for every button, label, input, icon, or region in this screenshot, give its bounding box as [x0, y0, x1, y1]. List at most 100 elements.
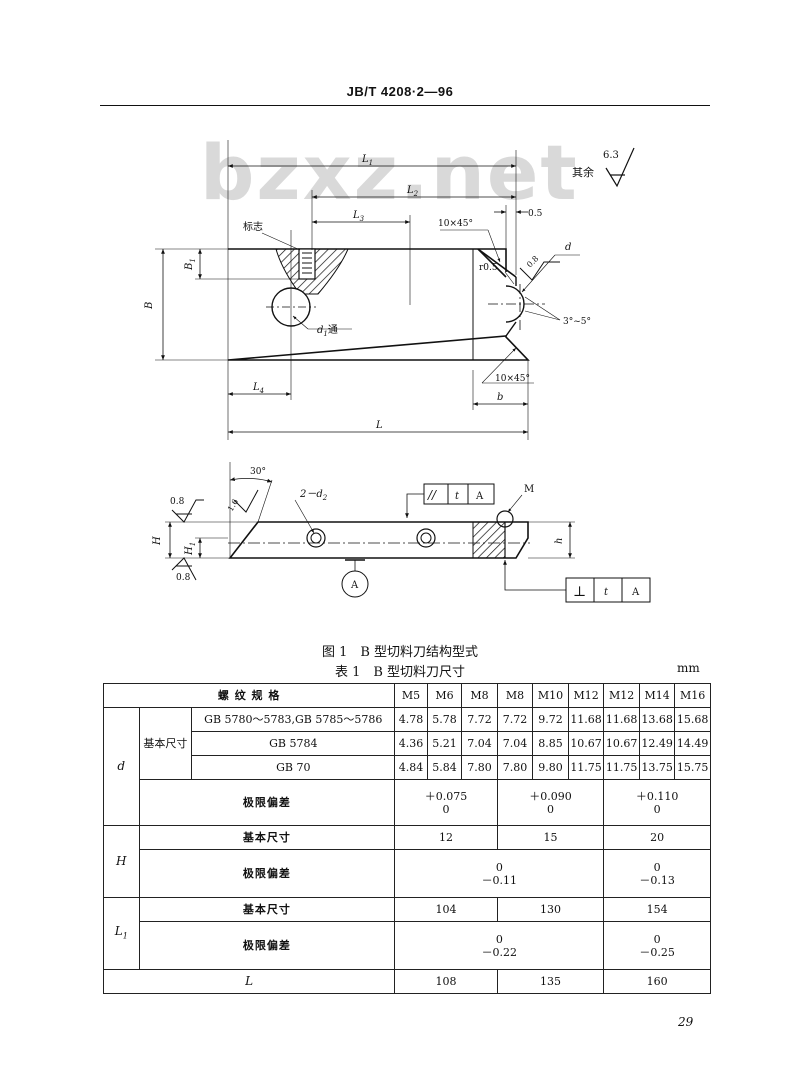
value-cell: 7.04: [461, 731, 498, 756]
label-L: L: [375, 420, 383, 431]
header-rule: [100, 105, 710, 106]
tol2-t: t: [604, 587, 609, 598]
front-view-outline: [228, 521, 529, 559]
value-cell: 7.80: [496, 755, 534, 780]
size-cell: M16: [674, 683, 711, 708]
value-cell: 11.68: [603, 707, 640, 732]
H-label: H: [103, 825, 140, 898]
label-B: B: [144, 302, 155, 310]
value-cell: 7.72: [496, 707, 534, 732]
table-row: 极限偏差 0－0.11 0－0.13: [104, 849, 711, 898]
label-2d2: 2－d2: [299, 489, 328, 502]
top-view-chamfer-top: [477, 248, 517, 278]
tol-cell: 0－0.11: [394, 849, 605, 898]
label-mark: 标志: [243, 220, 263, 233]
label-M: M: [524, 484, 534, 495]
std-cell: GB 5780～5783,GB 5785～5786: [191, 707, 396, 732]
size-cell: M14: [638, 683, 676, 708]
tol-cell: 0－0.13: [603, 849, 711, 898]
table-header-row: 螺 纹 规 格 M5 M6 M8 M8 M10 M12 M12 M14 M16: [102, 683, 711, 708]
tol-cell: 0－0.25: [603, 921, 711, 970]
label-H1: H1: [184, 542, 197, 556]
value-cell: 15: [496, 825, 605, 850]
tol1-t: t: [455, 491, 460, 502]
label-L1: L1: [361, 154, 373, 167]
technical-drawing: L1 L2 L3 L4 L b B B1 标志 10×45° 10×45° 0.…: [144, 140, 651, 603]
label-L4: L4: [252, 382, 264, 395]
label-rough-bottom: 0.8: [176, 573, 191, 583]
thread-spec-label: 螺 纹 规 格: [102, 683, 396, 708]
size-cell: M8: [496, 683, 534, 708]
value-cell: 5.78: [426, 707, 463, 732]
std-cell: GB 70: [191, 755, 396, 780]
L1-label: L1: [103, 897, 140, 970]
label-datum: A: [350, 580, 359, 591]
value-cell: 12.49: [638, 731, 676, 756]
table-row: H 基本尺寸 12 15 20: [103, 825, 711, 898]
top-view: [155, 140, 635, 440]
label-radius: r0.5: [479, 263, 498, 273]
label-d1: d1通: [317, 324, 338, 338]
table-row: GB 70 4.84 5.84 7.80 7.80 9.80 11.75 11.…: [104, 755, 711, 780]
value-cell: 154: [603, 897, 711, 922]
value-cell: 4.78: [394, 707, 428, 732]
L-label: L: [102, 969, 396, 994]
label-surface-note: 其余: [572, 165, 594, 179]
value-cell: 8.85: [532, 731, 569, 756]
tol2-ref: A: [631, 587, 640, 598]
value-cell: 10.67: [567, 731, 605, 756]
H-tol-label: 极限偏差: [138, 849, 396, 898]
size-cell: M10: [532, 683, 569, 708]
value-cell: 14.49: [674, 731, 711, 756]
value-cell: 13.75: [638, 755, 676, 780]
label-chamfer-bottom: 10×45°: [495, 374, 530, 384]
std-cell: GB 5784: [191, 731, 396, 756]
figure-caption: 图 1 B 型切料刀结构型式: [321, 645, 479, 660]
value-cell: 11.75: [603, 755, 640, 780]
watermark: bzxz.net: [200, 128, 579, 217]
L1-basic-label: 基本尺寸: [138, 897, 396, 922]
value-cell: 10.67: [603, 731, 640, 756]
value-cell: 160: [603, 969, 711, 994]
value-cell: 20: [603, 825, 711, 850]
value-cell: 5.21: [426, 731, 463, 756]
value-cell: 7.04: [496, 731, 534, 756]
label-rough-top: 0.8: [170, 497, 185, 507]
value-cell: 15.75: [674, 755, 711, 780]
label-d: d: [565, 242, 571, 253]
tol2-sym: ⊥: [573, 584, 586, 600]
d-label: d: [103, 707, 140, 826]
screw-thread: [298, 248, 316, 280]
label-angle: 3°~5°: [563, 317, 591, 327]
front-hole-right: [416, 528, 436, 548]
value-cell: 13.68: [638, 707, 676, 732]
table-row: d 基本尺寸 GB 5780～5783,GB 5785～5786 4.78 5.…: [103, 707, 711, 826]
label-rough-16: 1.6: [226, 497, 240, 513]
value-cell: 7.80: [461, 755, 498, 780]
page-number: 29: [678, 1015, 694, 1029]
size-cell: M12: [567, 683, 605, 708]
value-cell: 130: [496, 897, 605, 922]
label-h: h: [554, 538, 565, 544]
label-chamfer-top: 10×45°: [438, 219, 473, 229]
datum-A: [341, 570, 369, 598]
dimension-table: 螺 纹 规 格 M5 M6 M8 M8 M10 M12 M12 M14 M16 …: [102, 683, 711, 994]
d-basic-label: 基本尺寸: [138, 707, 193, 780]
size-cell: M8: [461, 683, 498, 708]
label-gap: 0.5: [528, 209, 543, 219]
tol1-ref: A: [475, 491, 484, 502]
value-cell: 108: [394, 969, 498, 994]
size-cell: M12: [603, 683, 640, 708]
label-H: H: [152, 536, 163, 546]
tol1-sym: //: [427, 488, 438, 502]
value-cell: 135: [496, 969, 605, 994]
table-row: L1 基本尺寸 104 130 154: [103, 897, 711, 970]
L1-tol-label: 极限偏差: [138, 921, 396, 970]
value-cell: 11.68: [567, 707, 605, 732]
roughness-symbol: [605, 147, 635, 188]
value-cell: 9.80: [532, 755, 569, 780]
